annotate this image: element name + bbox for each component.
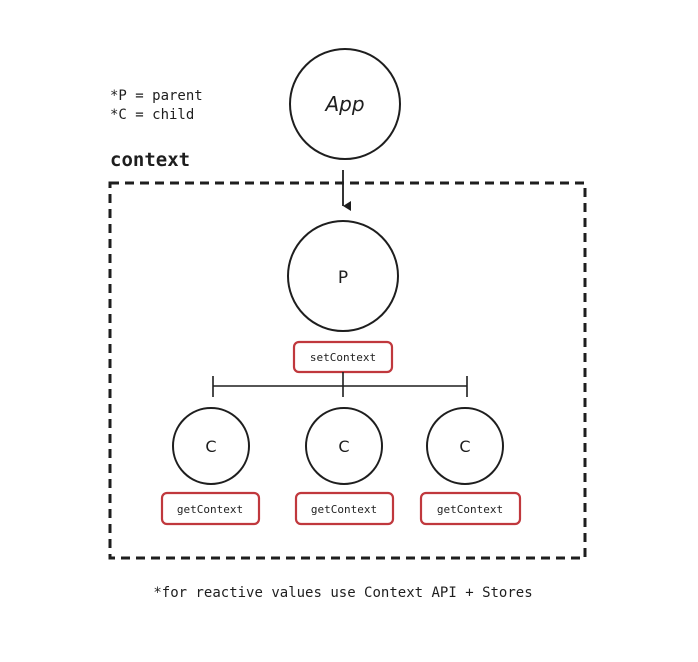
get-context-label-3: getContext xyxy=(437,503,503,516)
child-node-3-label: C xyxy=(459,437,470,456)
app-node xyxy=(289,48,401,160)
get-context-label-2: getContext xyxy=(311,503,377,516)
child-node-2 xyxy=(305,407,383,485)
child-node-2-label: C xyxy=(338,437,349,456)
parent-node-label: P xyxy=(338,268,348,288)
get-context-box-3 xyxy=(419,491,522,526)
context-label: context xyxy=(110,149,190,171)
legend-child: *C = child xyxy=(110,107,194,123)
legend-parent: *P = parent xyxy=(110,88,203,104)
child-node-1 xyxy=(172,407,250,485)
context-boundary xyxy=(108,181,587,560)
footnote: *for reactive values use Context API + S… xyxy=(153,585,532,601)
child-node-3 xyxy=(426,407,504,485)
child-node-1-label: C xyxy=(205,437,216,456)
get-context-box-1 xyxy=(160,491,261,526)
get-context-box-2 xyxy=(294,491,395,526)
parent-node xyxy=(287,220,399,332)
get-context-label-1: getContext xyxy=(177,503,243,516)
set-context-label: setContext xyxy=(310,351,376,364)
app-node-label: App xyxy=(323,92,364,116)
